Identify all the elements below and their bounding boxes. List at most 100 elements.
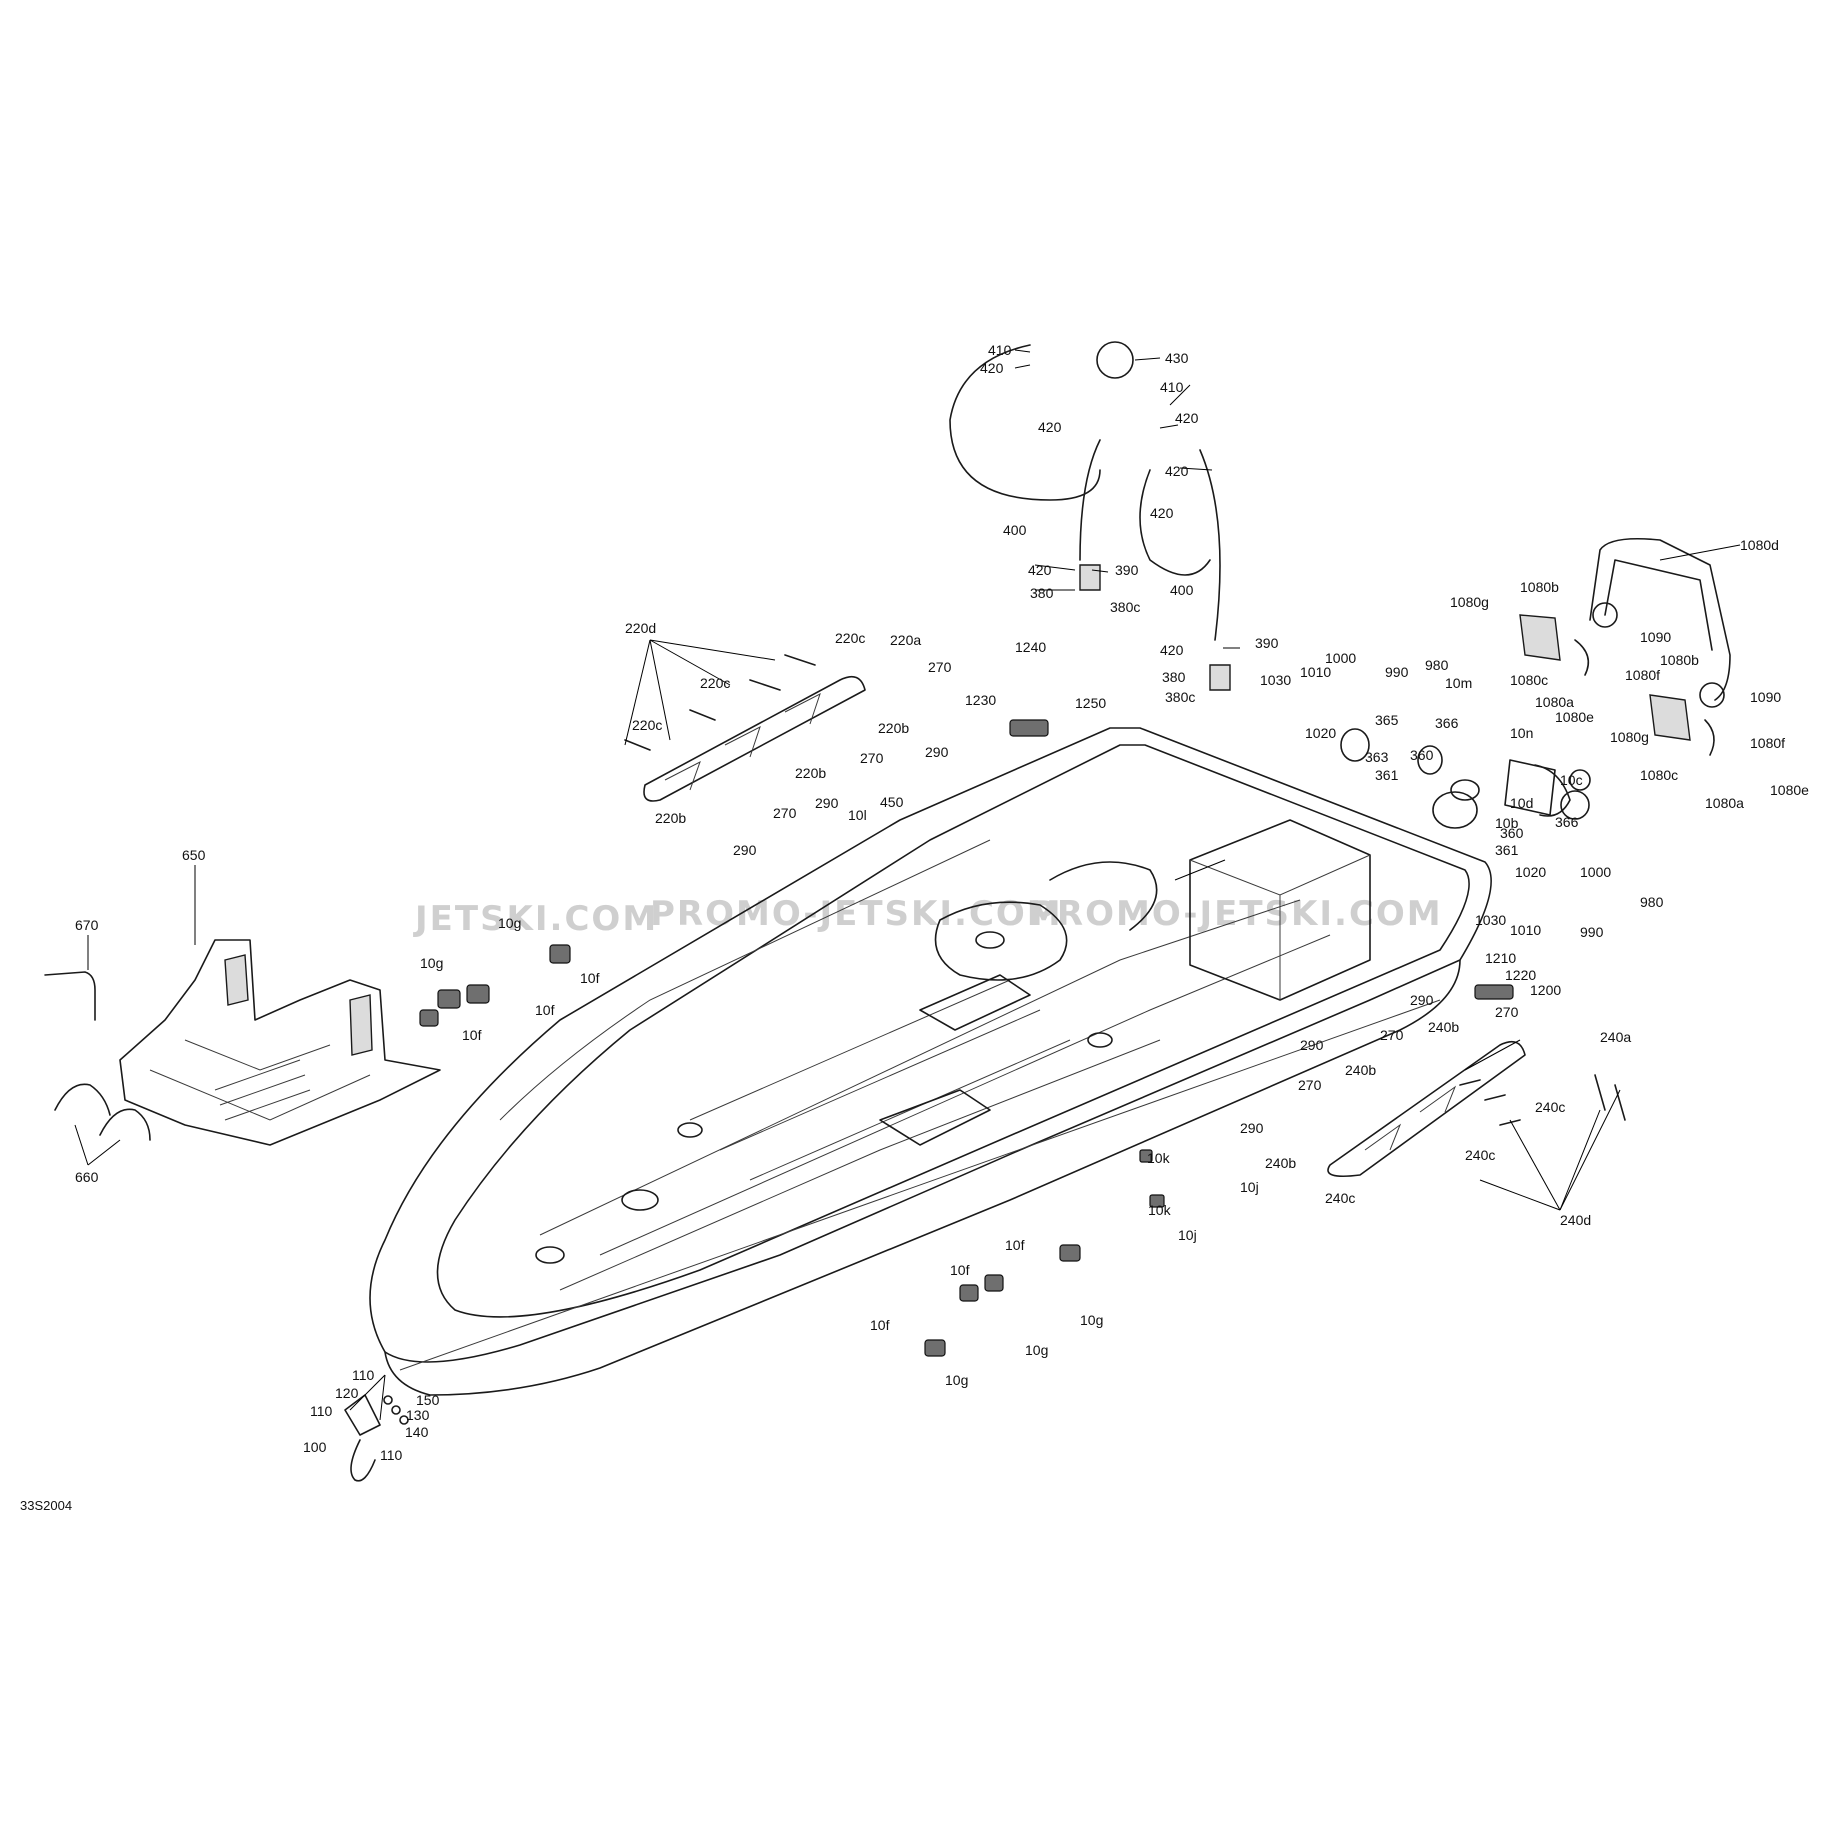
watermark-text-2: PROMO-JETSKI.COM xyxy=(650,894,1063,934)
rail-240a xyxy=(1327,1040,1526,1178)
label-220c: 220c xyxy=(835,630,865,646)
strap-670 xyxy=(44,971,96,1021)
label-270d: 270 xyxy=(1495,1004,1519,1020)
label-1080f: 1080f xyxy=(1625,667,1660,683)
handles-660 xyxy=(54,1083,151,1141)
label-670: 670 xyxy=(75,917,99,933)
label-10k-2: 10k xyxy=(1148,1202,1172,1218)
label-10g-5: 10g xyxy=(945,1372,968,1388)
label-420d: 420 xyxy=(1165,463,1189,479)
label-290b: 290 xyxy=(815,795,839,811)
label-365: 365 xyxy=(1375,712,1399,728)
label-10f-3: 10f xyxy=(462,1027,482,1043)
label-10n: 10n xyxy=(1510,725,1533,741)
label-220a: 220a xyxy=(890,632,921,648)
label-1000b: 1000 xyxy=(1580,864,1611,880)
label-290: 290 xyxy=(925,744,949,760)
label-1010: 1010 xyxy=(1300,664,1331,680)
label-361: 361 xyxy=(1375,767,1399,783)
label-420b: 420 xyxy=(1175,410,1199,426)
label-1030: 1030 xyxy=(1260,672,1291,688)
label-1080c: 1080c xyxy=(1510,672,1548,688)
label-240c: 240c xyxy=(1535,1099,1565,1115)
label-1080f-2: 1080f xyxy=(1750,735,1785,751)
label-1090: 1090 xyxy=(1640,629,1671,645)
label-390b: 390 xyxy=(1255,635,1279,651)
label-650: 650 xyxy=(182,847,206,863)
handlebar-1080d xyxy=(1519,537,1731,756)
label-270b: 270 xyxy=(860,750,884,766)
label-420: 420 xyxy=(980,360,1004,376)
label-366b: 366 xyxy=(1555,814,1579,830)
label-10g-2: 10g xyxy=(420,955,443,971)
label-1010b: 1010 xyxy=(1510,922,1541,938)
label-1080g: 1080g xyxy=(1450,594,1489,610)
label-420c: 420 xyxy=(1038,419,1062,435)
rail-220a xyxy=(643,675,866,802)
label-1230: 1230 xyxy=(965,692,996,708)
label-360b: 360 xyxy=(1500,825,1524,841)
label-240b-2: 240b xyxy=(1345,1062,1376,1078)
label-1080d: 1080d xyxy=(1740,537,1779,553)
brackets xyxy=(1340,728,1591,829)
label-290c: 290 xyxy=(733,842,757,858)
label-380b: 380 xyxy=(1162,669,1186,685)
label-361b: 361 xyxy=(1495,842,1519,858)
label-290e: 290 xyxy=(1300,1037,1324,1053)
label-1080e-2: 1080e xyxy=(1770,782,1809,798)
label-360: 360 xyxy=(1410,747,1434,763)
label-150: 150 xyxy=(416,1392,440,1408)
label-990b: 990 xyxy=(1580,924,1604,940)
label-1090b: 1090 xyxy=(1750,689,1781,705)
hoses-400 xyxy=(949,341,1231,691)
label-1240: 1240 xyxy=(1015,639,1046,655)
label-240a: 240a xyxy=(1600,1029,1631,1045)
watermark-text-3: PROMO-JETSKI.COM xyxy=(1030,894,1443,934)
label-1080e: 1080e xyxy=(1555,709,1594,725)
diagram-code: 33S2004 xyxy=(20,1498,72,1513)
label-380cb: 380c xyxy=(1165,689,1195,705)
label-220c-2: 220c xyxy=(700,675,730,691)
fasteners xyxy=(419,654,1626,1357)
label-290d: 290 xyxy=(1410,992,1434,1008)
label-270c: 270 xyxy=(773,805,797,821)
label-1250: 1250 xyxy=(1075,695,1106,711)
label-380: 380 xyxy=(1030,585,1054,601)
label-400: 400 xyxy=(1003,522,1027,538)
label-240b: 240b xyxy=(1428,1019,1459,1035)
label-10c: 10c xyxy=(1560,772,1583,788)
label-220c-3: 220c xyxy=(632,717,662,733)
label-1020b: 1020 xyxy=(1515,864,1546,880)
hull xyxy=(369,727,1492,1396)
label-10f: 10f xyxy=(580,970,600,986)
label-410b: 410 xyxy=(1160,379,1184,395)
label-10f-4: 10f xyxy=(1005,1237,1025,1253)
label-10b: 10b xyxy=(1495,815,1519,831)
label-420g: 420 xyxy=(1160,642,1184,658)
label-10g-4: 10g xyxy=(1025,1342,1048,1358)
label-10j-2: 10j xyxy=(1178,1227,1197,1243)
leader-lines xyxy=(74,349,1741,1421)
label-10f-2: 10f xyxy=(535,1002,555,1018)
label-270e: 270 xyxy=(1380,1027,1404,1043)
label-220d: 220d xyxy=(625,620,656,636)
label-1200: 1200 xyxy=(1530,982,1561,998)
watermark: JETSKI.COM PROMO-JETSKI.COM PROMO-JETSKI… xyxy=(413,894,1443,939)
label-120: 120 xyxy=(335,1385,359,1401)
label-450: 450 xyxy=(880,794,904,810)
label-10d: 10d xyxy=(1510,795,1533,811)
label-380c: 380c xyxy=(1110,599,1140,615)
label-420f: 420 xyxy=(1028,562,1052,578)
label-240d: 240d xyxy=(1560,1212,1591,1228)
label-220b-3: 220b xyxy=(655,810,686,826)
label-1080a: 1080a xyxy=(1535,694,1574,710)
label-1000: 1000 xyxy=(1325,650,1356,666)
label-410: 410 xyxy=(988,342,1012,358)
label-1080g-2: 1080g xyxy=(1610,729,1649,745)
label-390: 390 xyxy=(1115,562,1139,578)
label-110-2: 110 xyxy=(310,1403,333,1419)
bow-eye-assembly xyxy=(344,1394,409,1482)
label-240c-3: 240c xyxy=(1325,1190,1355,1206)
label-1080b-2: 1080b xyxy=(1660,652,1699,668)
front-storage-bin xyxy=(119,939,441,1146)
